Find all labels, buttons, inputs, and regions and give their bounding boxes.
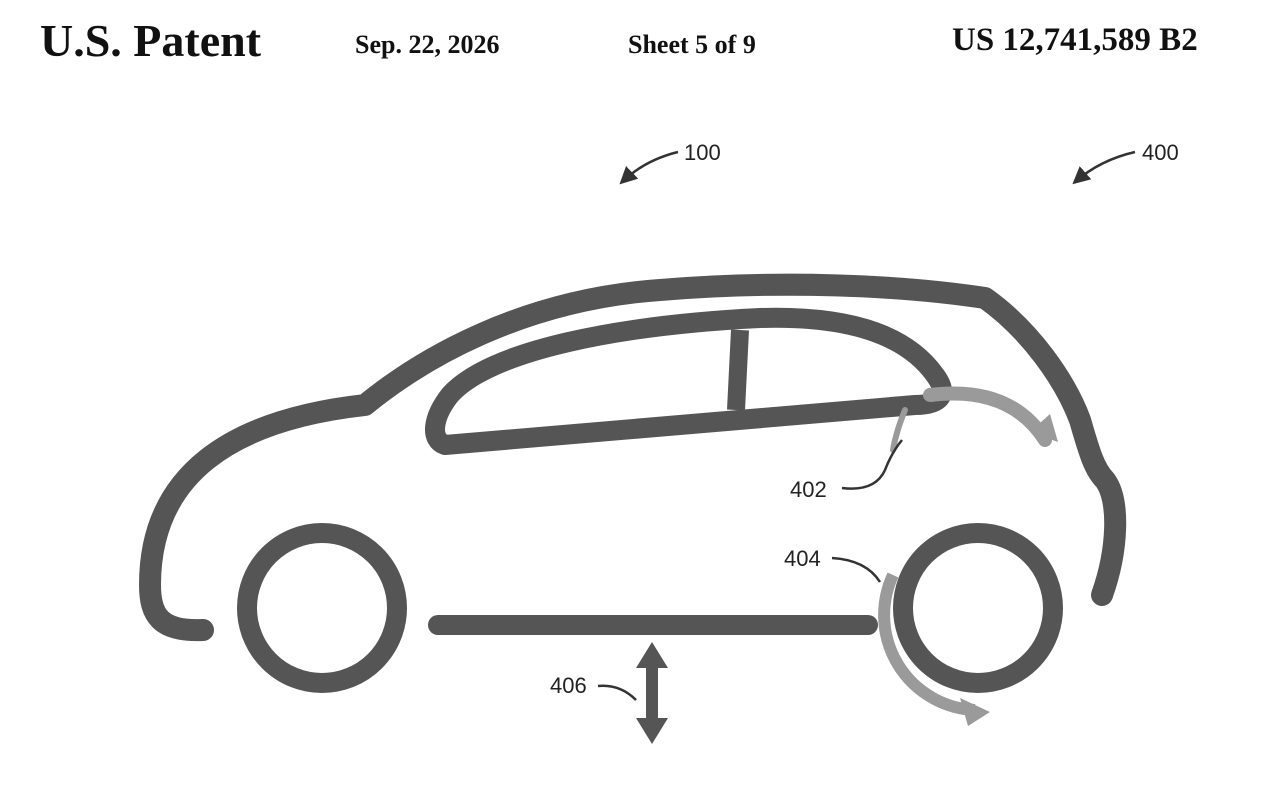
ref-100-label: 100 xyxy=(684,140,721,165)
vertical-motion-arrowhead-down xyxy=(636,718,668,744)
car-window-pillar xyxy=(727,329,749,411)
hatch-motion-arrow xyxy=(923,386,1052,447)
ref-400-leader-arrow xyxy=(1072,150,1136,185)
car-window-frame xyxy=(425,307,952,455)
ref-400-label: 400 xyxy=(1142,140,1179,165)
ref-402-label: 402 xyxy=(790,477,827,502)
ref-100-group: 100 xyxy=(619,140,721,185)
rear-wheel xyxy=(893,523,1063,693)
patent-number: US 12,741,589 B2 xyxy=(952,22,1198,58)
wheel-rotation-arc xyxy=(878,572,976,716)
ref-404-group: 404 xyxy=(784,546,882,583)
ref-404-leader xyxy=(831,556,882,583)
ref-406-leader xyxy=(597,684,637,701)
sheet-number: Sheet 5 of 9 xyxy=(628,30,756,59)
patent-title: U.S. Patent xyxy=(40,15,262,66)
ref-406-group: 406 xyxy=(550,673,637,701)
ref-402-leader xyxy=(841,439,903,490)
vertical-motion-arrowhead-up xyxy=(636,642,668,668)
ref-406-label: 406 xyxy=(550,673,587,698)
ref-402-group: 402 xyxy=(790,439,903,502)
ref-100-leader-arrow xyxy=(619,150,679,185)
ref-404-label: 404 xyxy=(784,546,821,571)
patent-date: Sep. 22, 2026 xyxy=(355,30,500,59)
front-wheel xyxy=(237,523,407,693)
hatch-motion-arrowhead xyxy=(1030,414,1058,442)
car-body-outline xyxy=(139,273,1127,642)
wheel-rotation-arrowhead xyxy=(960,698,990,726)
ref-400-group: 400 xyxy=(1072,140,1179,185)
hatch-indicator-stub xyxy=(890,407,908,453)
